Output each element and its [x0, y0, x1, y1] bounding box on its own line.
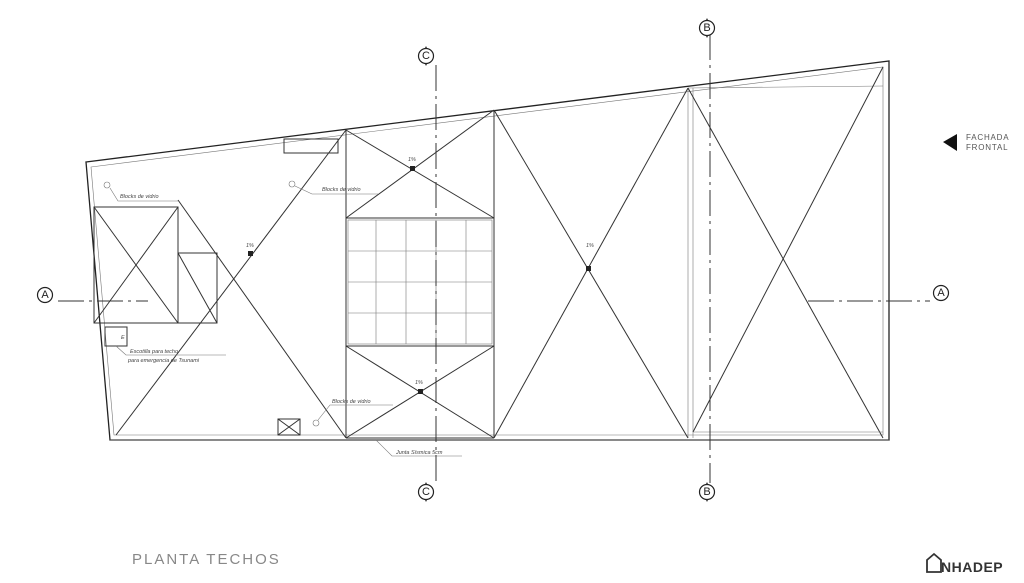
note-glass-blocks-left: Blocks de vidrio: [120, 194, 159, 200]
annotations: Blocks de vidrio Blocks de vidrio Escoti…: [103, 180, 462, 457]
roof-panel-right: [493, 66, 884, 439]
section-marker-b-bottom: B: [698, 482, 716, 502]
note-glass-blocks-bottom: Blocks de vidrio: [332, 399, 371, 405]
drain-right: [586, 266, 591, 271]
section-marker-c-top: C: [417, 46, 435, 66]
slope-label-left: 1%: [246, 243, 254, 249]
drain-top-center: [410, 166, 415, 171]
slope-label-right: 1%: [586, 243, 594, 249]
roof-outline: [85, 60, 890, 441]
note-hatch-line2: para emergencia de Tsunami: [127, 358, 200, 364]
roof-panel-left: [93, 129, 347, 439]
hatch-mark: E: [121, 335, 125, 341]
section-axes: [58, 34, 930, 485]
section-marker-a-left: A: [36, 286, 54, 304]
note-hatch-line1: Escotilla para techo: [130, 349, 178, 355]
roof-panel-center: [345, 109, 495, 439]
drawing-title: PLANTA TECHOS: [132, 551, 281, 568]
section-c-bottom-label: C: [422, 486, 430, 498]
section-b-bottom-label: B: [703, 486, 710, 498]
facade-indicator: FACHADA FRONTAL: [943, 133, 1009, 152]
section-marker-b-top: B: [698, 18, 716, 38]
brand-logo: NHADEP: [926, 552, 1003, 575]
drain-bottom-center: [418, 389, 423, 394]
brand-name: NHADEP: [941, 559, 1003, 575]
section-c-top-label: C: [422, 50, 430, 62]
facade-label-line2: FRONTAL: [966, 143, 1008, 152]
section-a-right-label: A: [937, 287, 945, 299]
roof-drains: [248, 166, 591, 394]
note-glass-blocks-top: Blocks de vidrio: [322, 187, 361, 193]
section-b-top-label: B: [703, 22, 710, 34]
section-marker-a-right: A: [932, 284, 950, 302]
section-a-left-label: A: [41, 289, 49, 301]
facade-label-line1: FACHADA: [966, 133, 1009, 142]
slope-label-top-center: 1%: [408, 157, 416, 163]
slope-label-bottom-center: 1%: [415, 380, 423, 386]
facade-arrow-icon: [943, 134, 957, 151]
note-seismic-joint: Junta Sísmica 5cm: [395, 450, 443, 456]
house-icon: [926, 552, 942, 573]
section-marker-c-bottom: C: [417, 482, 435, 502]
drain-left: [248, 251, 253, 256]
